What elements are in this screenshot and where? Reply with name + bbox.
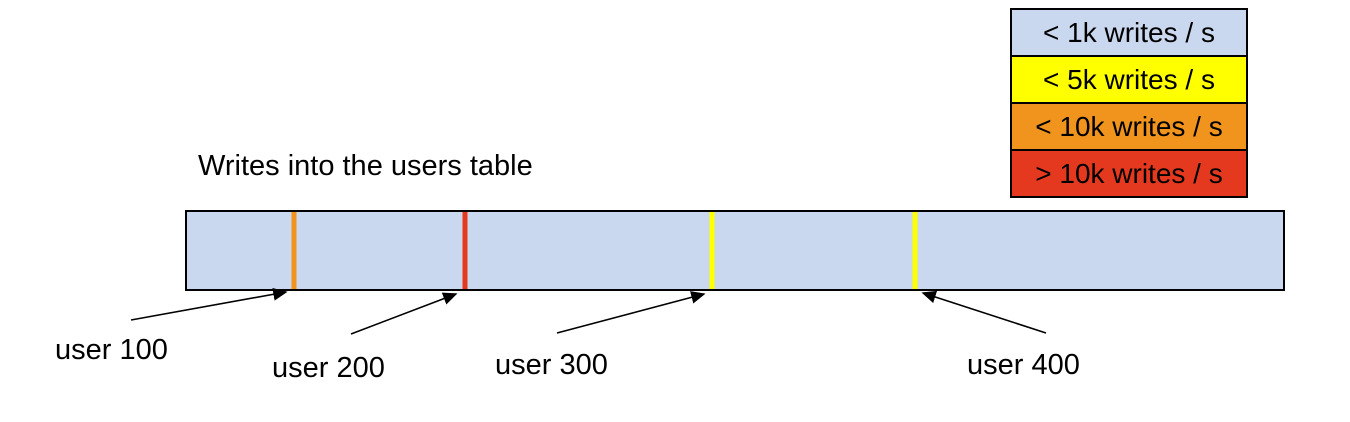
legend-label: > 10k writes / s [1035, 157, 1223, 189]
user-label-100: user 100 [55, 334, 168, 366]
write-hotspot-marker-user-200 [462, 212, 468, 289]
legend-item-lt-10k: < 10k writes / s [1012, 102, 1246, 149]
legend-label: < 1k writes / s [1043, 16, 1215, 48]
diagram-title: Writes into the users table [198, 150, 533, 182]
legend-item-lt-5k: < 5k writes / s [1012, 55, 1246, 102]
write-hotspot-marker-user-100 [291, 212, 297, 289]
arrow-user-100 [130, 287, 288, 321]
write-hotspot-marker-user-300 [709, 212, 715, 289]
legend-label: < 5k writes / s [1043, 63, 1215, 95]
legend-label: < 10k writes / s [1035, 110, 1223, 142]
legend-item-gt-10k: > 10k writes / s [1012, 149, 1246, 196]
legend-item-lt-1k: < 1k writes / s [1012, 10, 1246, 55]
arrow-user-400 [921, 290, 1047, 334]
arrow-user-300 [556, 291, 706, 334]
users-table-bar [185, 210, 1285, 291]
user-label-200: user 200 [272, 352, 385, 384]
write-hotspot-marker-user-400 [912, 212, 918, 289]
user-label-300: user 300 [495, 349, 608, 381]
user-label-400: user 400 [967, 349, 1080, 381]
legend: < 1k writes / s < 5k writes / s < 10k wr… [1010, 8, 1248, 198]
arrow-user-200 [350, 292, 458, 335]
